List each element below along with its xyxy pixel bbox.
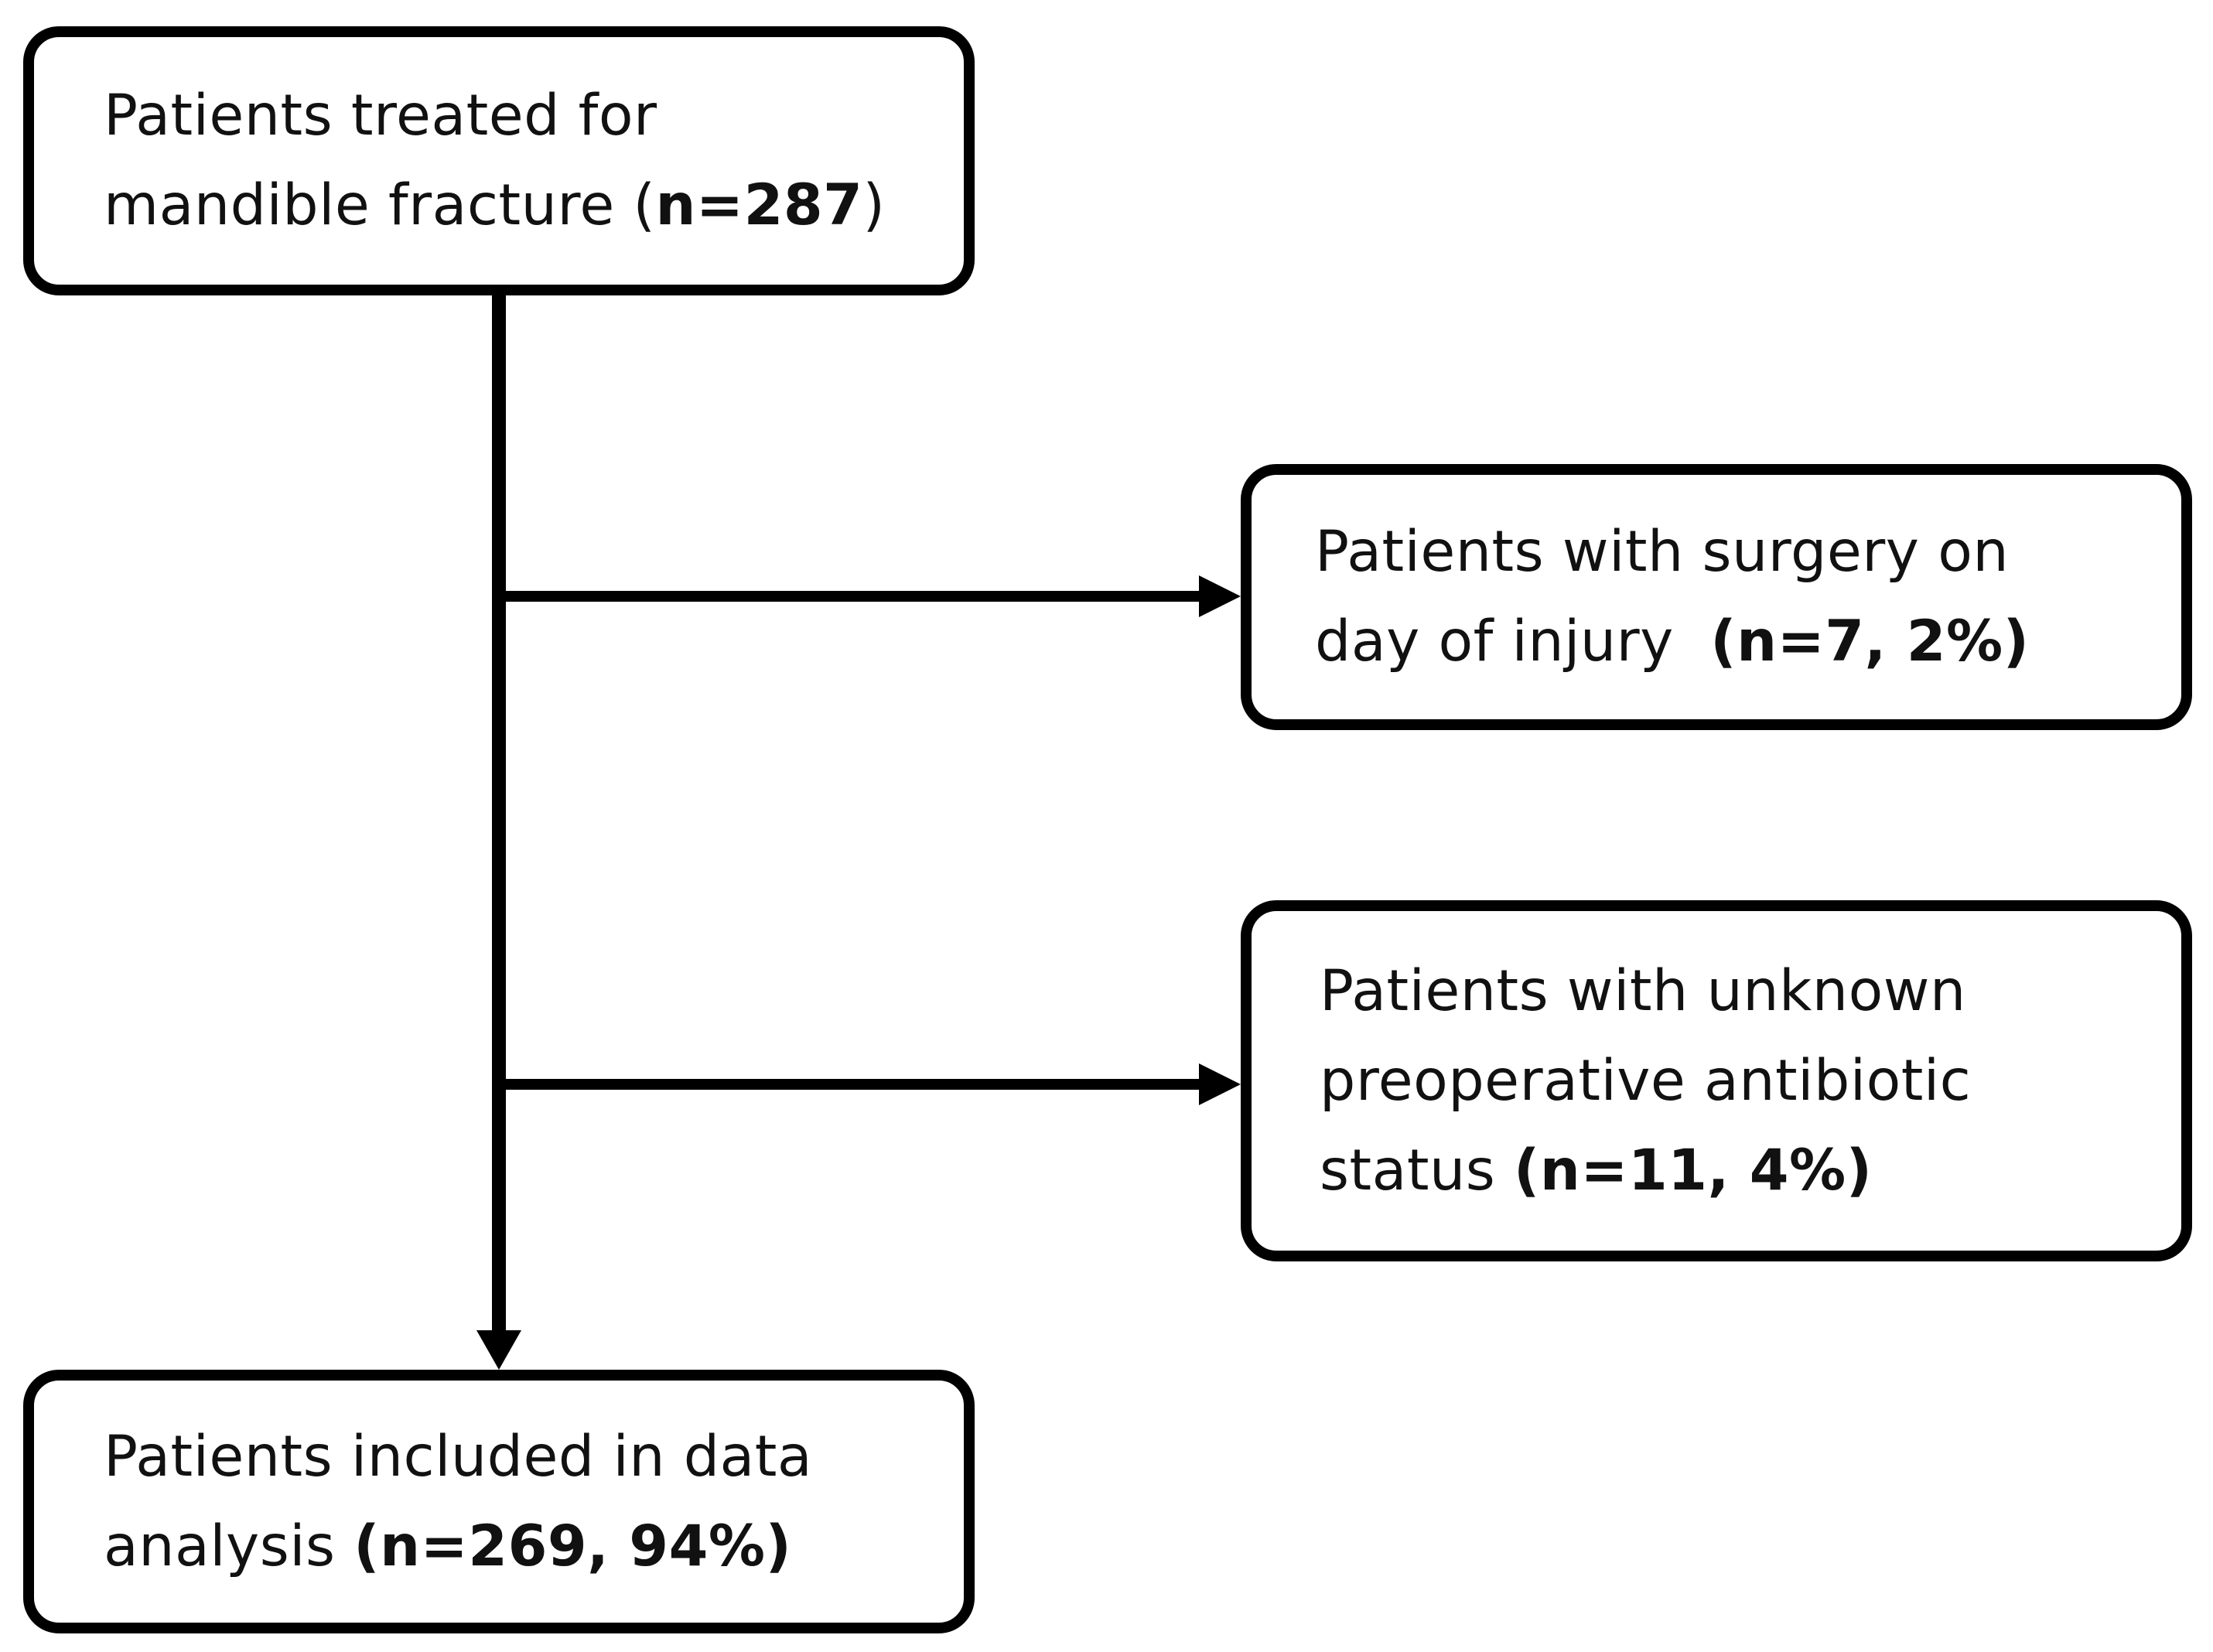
unknown-antibiotic-box: Patients with unknown preoperative antib… bbox=[1241, 900, 2192, 1261]
total-line-2-suffix: ) bbox=[862, 172, 886, 238]
total-patients-text: Patients treated for mandible fracture (… bbox=[104, 71, 885, 251]
same-day-line-2: day of injury (n=7, 2%) bbox=[1315, 597, 2030, 687]
unknown-line-2: preoperative antibiotic bbox=[1320, 1047, 1972, 1114]
unknown-line-3-prefix: status bbox=[1320, 1137, 1515, 1203]
arrow-to-same-day bbox=[1199, 575, 1241, 617]
same-day-surgery-text: Patients with surgery on day of injury (… bbox=[1315, 507, 2030, 687]
included-line-2: analysis (n=269, 94%) bbox=[104, 1502, 812, 1592]
included-line-2-prefix: analysis bbox=[104, 1513, 354, 1579]
total-line-1: Patients treated for bbox=[104, 83, 657, 148]
same-day-line-1: Patients with surgery on bbox=[1315, 519, 2010, 585]
unknown-count: (n=11, 4%) bbox=[1514, 1137, 1873, 1203]
unknown-line-1: Patients with unknown bbox=[1320, 957, 1966, 1024]
same-day-surgery-box: Patients with surgery on day of injury (… bbox=[1241, 464, 2192, 730]
total-line-2-prefix: mandible fracture ( bbox=[104, 172, 656, 238]
same-day-count: (n=7, 2%) bbox=[1710, 609, 2030, 674]
total-line-2: mandible fracture (n=287) bbox=[104, 161, 885, 251]
total-count: n=287 bbox=[655, 172, 863, 238]
included-patients-text: Patients included in data analysis (n=26… bbox=[104, 1412, 812, 1592]
included-count: (n=269, 94%) bbox=[353, 1513, 792, 1579]
arrow-to-unknown bbox=[1199, 1063, 1241, 1105]
unknown-line-3: status (n=11, 4%) bbox=[1320, 1126, 1971, 1216]
same-day-line-2-prefix: day of injury bbox=[1315, 609, 1711, 674]
total-patients-box: Patients treated for mandible fracture (… bbox=[23, 26, 975, 295]
included-patients-box: Patients included in data analysis (n=26… bbox=[23, 1370, 975, 1633]
arrow-to-included bbox=[476, 1330, 521, 1370]
included-line-1: Patients included in data bbox=[104, 1423, 813, 1490]
unknown-antibiotic-text: Patients with unknown preoperative antib… bbox=[1320, 947, 1971, 1216]
